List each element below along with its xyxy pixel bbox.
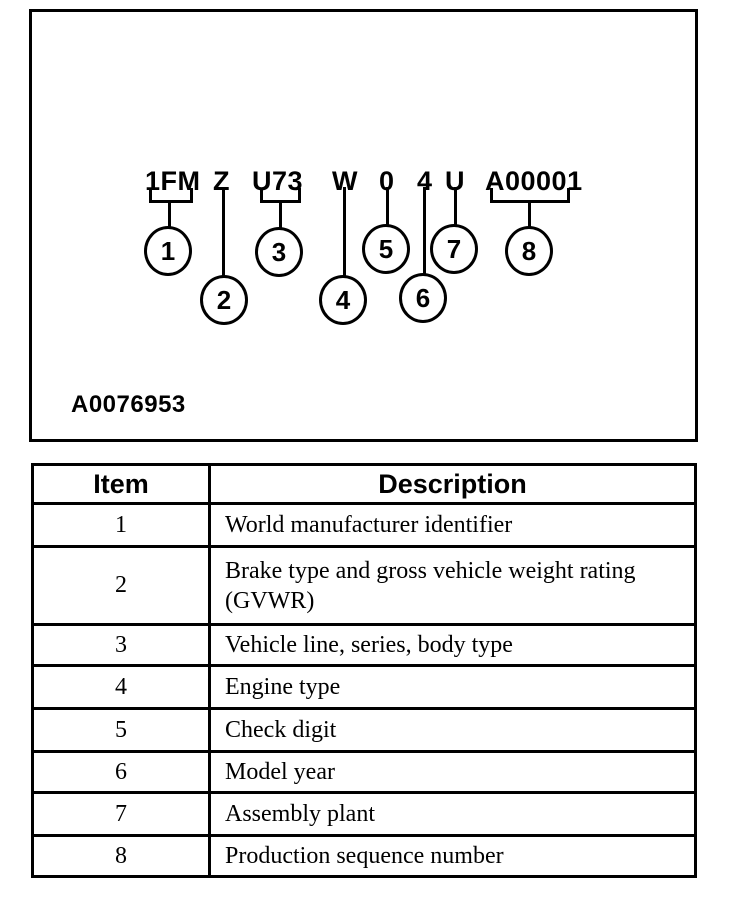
item-cell: 7 <box>31 791 211 837</box>
callout-bracket-3-tick-right <box>298 188 301 203</box>
callout-bracket-3-bar <box>260 200 301 203</box>
callout-bracket-8-tick-left <box>490 188 493 203</box>
callout-bracket-8-bar <box>490 200 570 203</box>
description-cell: Model year <box>208 750 697 794</box>
callout-bracket-1-bar <box>149 200 193 203</box>
callout-line-5 <box>386 187 389 226</box>
callout-circle-2: 2 <box>200 275 248 325</box>
item-cell: 5 <box>31 707 211 753</box>
callout-line-4 <box>343 187 346 276</box>
callout-bracket-3-stem <box>279 203 282 228</box>
callout-line-7 <box>454 187 457 226</box>
table-header-description: Description <box>208 463 697 505</box>
vin-segment-brake: Z <box>213 166 230 196</box>
description-text: Vehicle line, series, body type <box>225 632 513 658</box>
table-row: 2 Brake type and gross vehicle weight ra… <box>31 545 697 626</box>
callout-number-4: 4 <box>335 284 351 315</box>
description-text: World manufacturer identifier <box>225 512 513 538</box>
callout-bracket-1-stem <box>168 203 171 228</box>
callout-number-5: 5 <box>378 233 394 264</box>
callout-number-6: 6 <box>415 282 431 313</box>
description-cell: Brake type and gross vehicle weight rati… <box>208 545 697 626</box>
description-cell: Production sequence number <box>208 834 697 878</box>
figure-code: A0076953 <box>71 391 186 418</box>
vin-diagram-panel: 1FM Z U73 W 0 4 U A00001 1 <box>29 9 698 442</box>
item-cell: 1 <box>31 502 211 548</box>
table-row: 4 Engine type <box>31 664 697 710</box>
description-cell: Engine type <box>208 664 697 710</box>
callout-circle-1: 1 <box>144 226 192 276</box>
callout-bracket-8-tick-right <box>567 188 570 203</box>
description-text: Production sequence number <box>225 843 504 869</box>
vin-segment-year: 4 <box>417 166 433 196</box>
description-text: Check digit <box>225 717 337 743</box>
description-cell: Assembly plant <box>208 791 697 837</box>
vin-table: Item Description 1 World manufacturer id… <box>31 463 697 878</box>
callout-circle-5: 5 <box>362 224 410 274</box>
table-row: 1 World manufacturer identifier <box>31 502 697 548</box>
description-text: Brake type and gross vehicle weight rati… <box>225 557 636 614</box>
vin-segment-sequence: A00001 <box>485 166 583 196</box>
callout-circle-3: 3 <box>255 227 303 277</box>
description-cell: Check digit <box>208 707 697 753</box>
item-cell: 6 <box>31 750 211 794</box>
table-header-item: Item <box>31 463 211 505</box>
description-cell: World manufacturer identifier <box>208 502 697 548</box>
callout-line-2 <box>222 187 225 276</box>
table-row: 5 Check digit <box>31 707 697 753</box>
description-text: Engine type <box>225 674 341 700</box>
item-cell: 2 <box>31 545 211 626</box>
callout-number-8: 8 <box>521 235 537 266</box>
callout-bracket-8-stem <box>528 203 531 228</box>
callout-circle-4: 4 <box>319 275 367 325</box>
table-row: 3 Vehicle line, series, body type <box>31 623 697 667</box>
callout-circle-6: 6 <box>399 273 447 323</box>
callout-circle-8: 8 <box>505 226 553 276</box>
callout-bracket-1-tick-right <box>190 188 193 203</box>
item-cell: 8 <box>31 834 211 878</box>
table-row: 8 Production sequence number <box>31 834 697 878</box>
table-row: 6 Model year <box>31 750 697 794</box>
description-text: Model year <box>225 759 335 785</box>
callout-bracket-1-tick-left <box>149 188 152 203</box>
callout-line-6 <box>423 187 426 274</box>
callout-number-1: 1 <box>160 235 176 266</box>
table-header-row: Item Description <box>31 463 697 505</box>
item-cell: 3 <box>31 623 211 667</box>
callout-bracket-3-tick-left <box>260 188 263 203</box>
table-row: 7 Assembly plant <box>31 791 697 837</box>
callout-number-3: 3 <box>271 236 287 267</box>
callout-number-7: 7 <box>446 233 462 264</box>
description-cell: Vehicle line, series, body type <box>208 623 697 667</box>
item-cell: 4 <box>31 664 211 710</box>
vin-segment-check: 0 <box>379 166 395 196</box>
callout-number-2: 2 <box>216 284 232 315</box>
description-text: Assembly plant <box>225 801 375 827</box>
callout-circle-7: 7 <box>430 224 478 274</box>
vin-segment-plant: U <box>445 166 465 196</box>
